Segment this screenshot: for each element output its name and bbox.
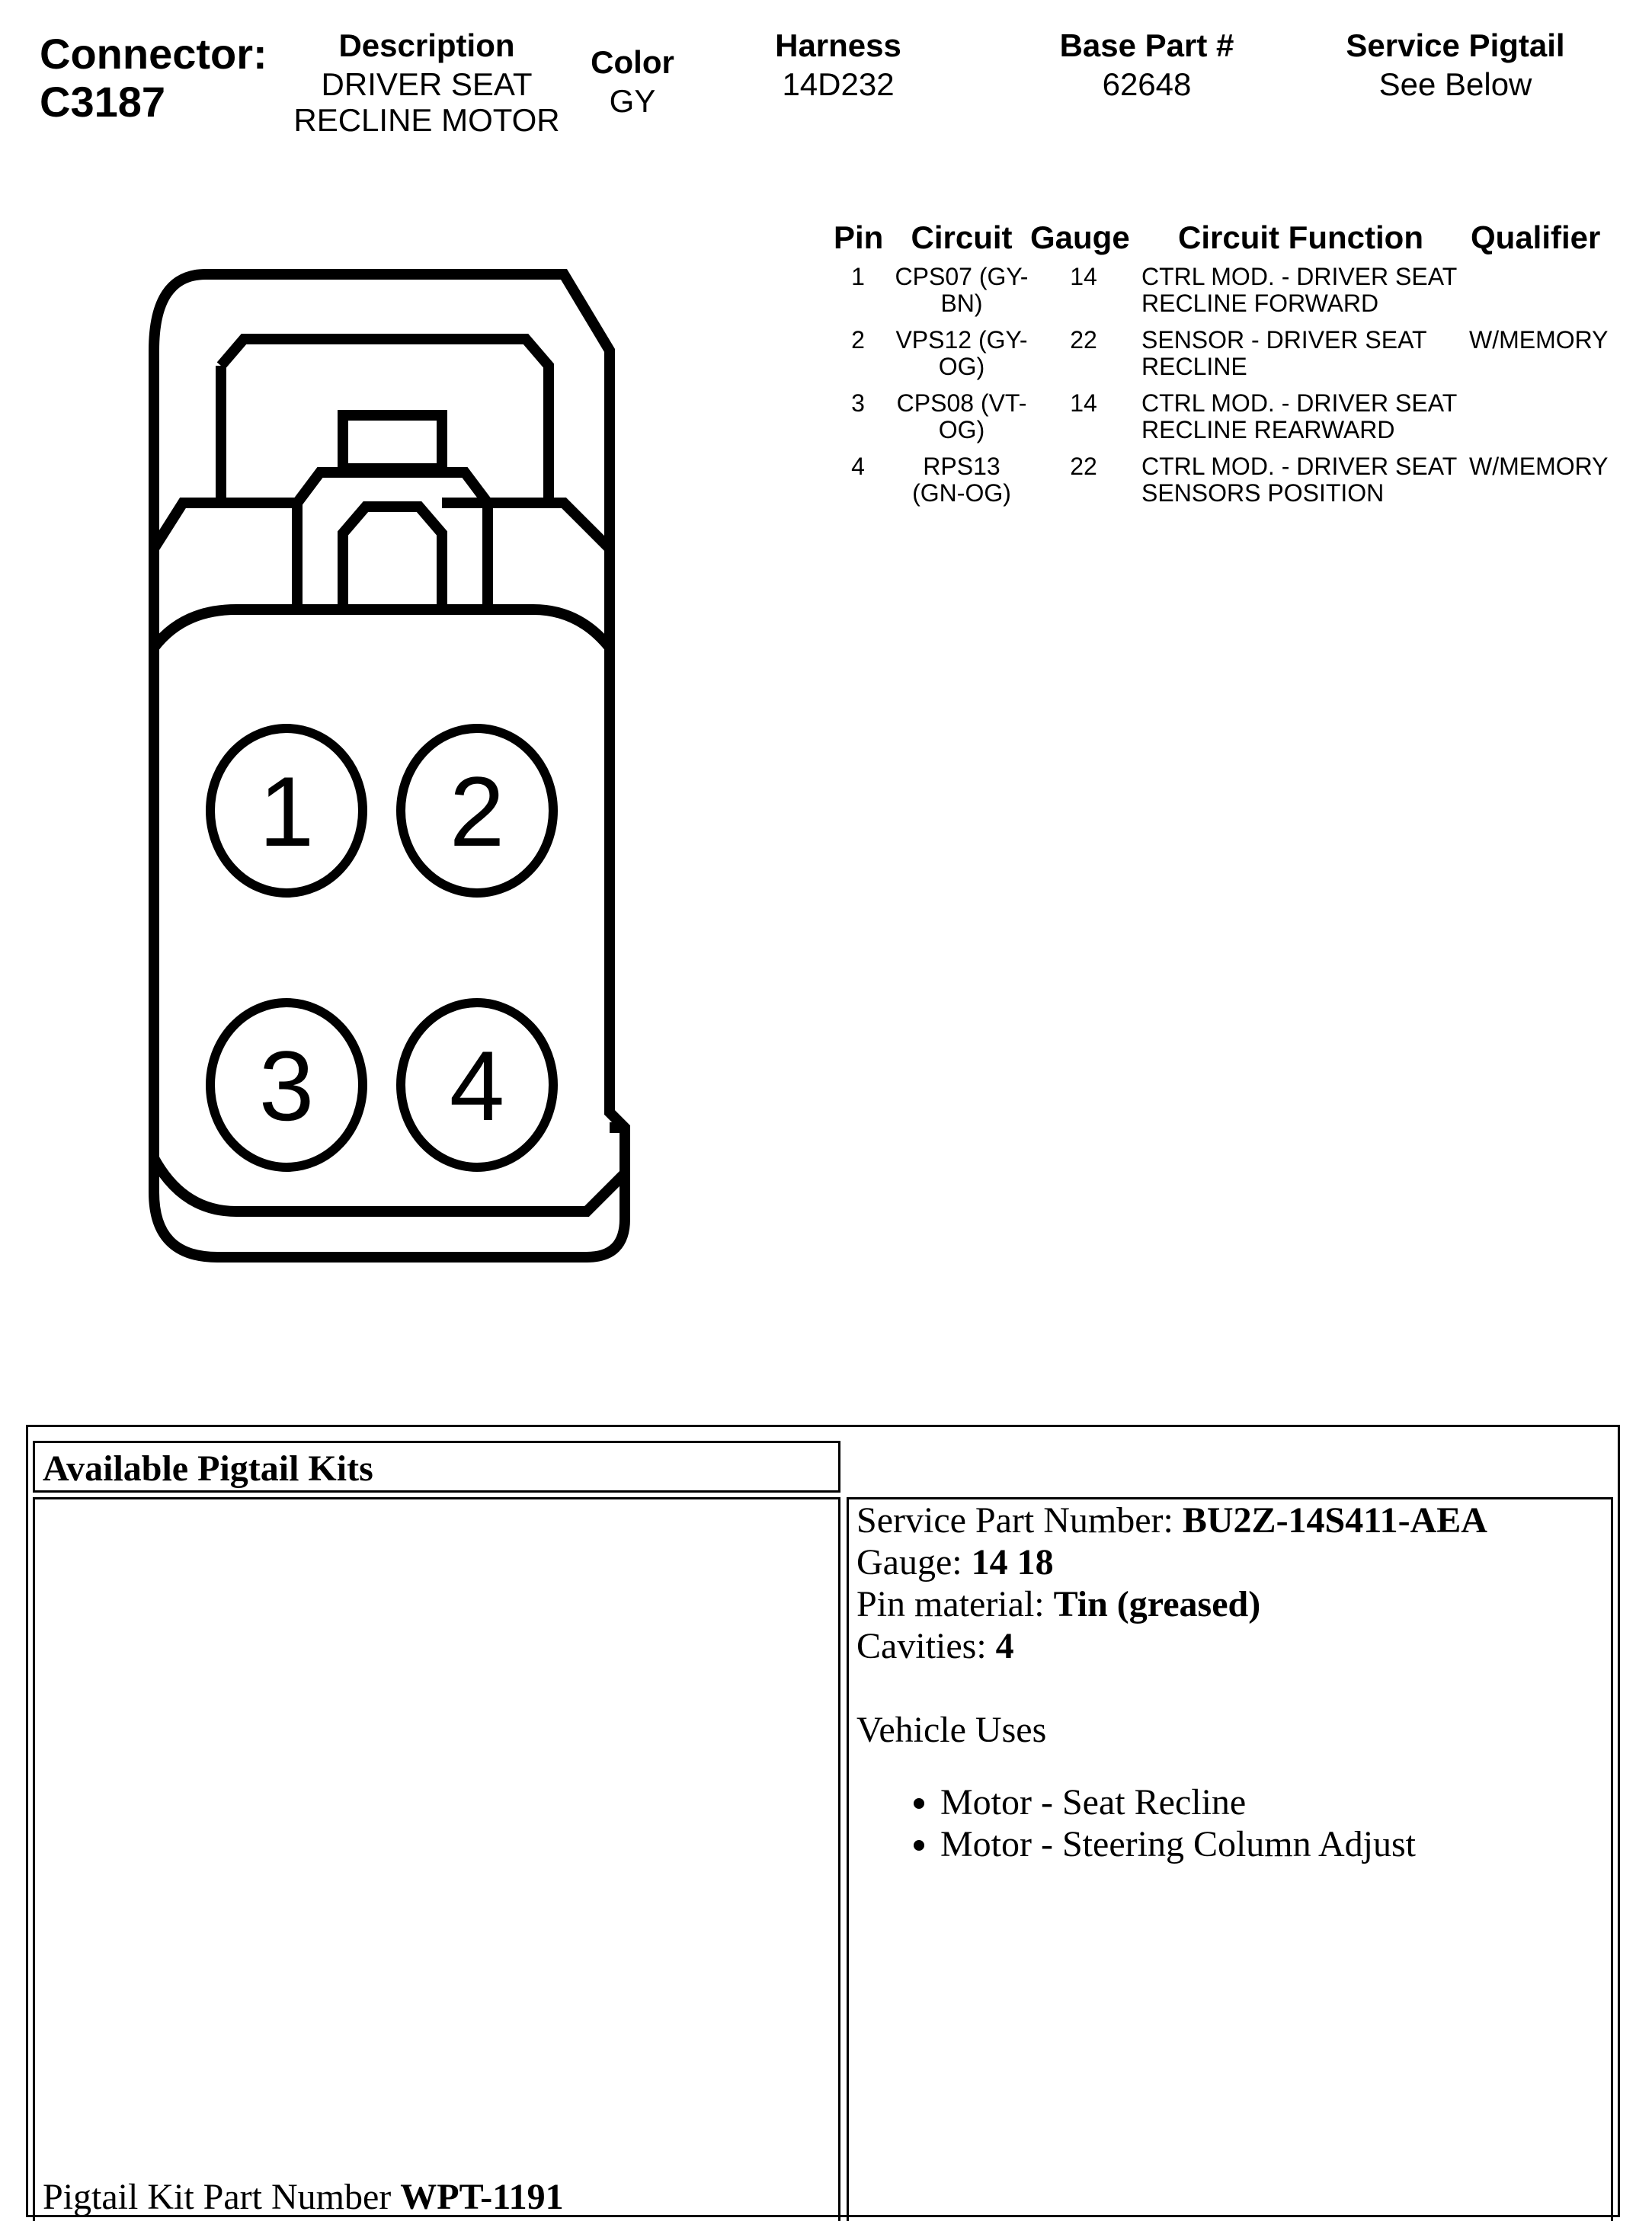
color-label: Color: [591, 44, 674, 80]
base-part-label: Base Part #: [1059, 27, 1234, 63]
pin-function: SENSOR - DRIVER SEAT RECLINE: [1141, 327, 1427, 380]
pin-function-line1: CTRL MOD. - DRIVER SEAT: [1141, 453, 1458, 480]
description-line1: DRIVER SEAT: [321, 66, 533, 103]
gauge-value: 14 18: [971, 1542, 1054, 1583]
description-column: Description DRIVER SEAT RECLINE MOTOR: [282, 27, 571, 138]
base-part-column: Base Part # 62648: [1036, 27, 1257, 102]
harness-label: Harness: [775, 27, 901, 63]
connector-latch-tab: [338, 410, 447, 474]
pin-circuit: VPS12 (GY- OG): [870, 327, 1053, 380]
pin-function-line1: CTRL MOD. - DRIVER SEAT: [1141, 263, 1458, 290]
pin-gauge: 14: [1070, 263, 1097, 290]
service-cavities: Cavities: 4: [856, 1625, 1487, 1667]
service-part-label: Service Part Number:: [856, 1500, 1183, 1541]
pin-qualifier: W/MEMORY: [1469, 453, 1609, 480]
pin-circuit: CPS08 (VT- OG): [870, 390, 1053, 443]
pin-gauge: 22: [1070, 326, 1097, 354]
pin-circuit-line1: VPS12 (GY-: [895, 326, 1028, 354]
pin-function-line1: CTRL MOD. - DRIVER SEAT: [1141, 389, 1458, 417]
description-label: Description: [338, 27, 515, 63]
cavities-value: 4: [995, 1626, 1014, 1666]
pin-number: 2: [851, 326, 865, 354]
function-header: Circuit Function: [1178, 219, 1423, 255]
gauge-label: Gauge:: [856, 1542, 972, 1583]
harness-column: Harness 14D232: [732, 27, 945, 102]
base-part-value: 62648: [1102, 66, 1192, 103]
pin-function: CTRL MOD. - DRIVER SEAT SENSORS POSITION: [1141, 453, 1457, 507]
connector-face-drawing: 1 2 3 4: [149, 269, 630, 1263]
description-line2: RECLINE MOTOR: [293, 102, 560, 139]
pin-circuit: CPS07 (GY- BN): [870, 264, 1053, 317]
pigtail-kit-cell: Pigtail Kit Part Number WPT-1191: [33, 1497, 840, 2221]
cavities-label: Cavities:: [856, 1626, 996, 1666]
connector-label: Connector:: [40, 30, 267, 78]
pin-function-line1: SENSOR - DRIVER SEAT: [1141, 326, 1427, 354]
pin-function: CTRL MOD. - DRIVER SEAT RECLINE REARWARD: [1141, 390, 1457, 443]
pin-function-line2: RECLINE REARWARD: [1141, 416, 1395, 443]
pin-circuit-line1: RPS13: [923, 453, 1000, 480]
pin-circuit-line1: CPS07 (GY-: [895, 263, 1029, 290]
kit-part-label: Pigtail Kit Part Number: [43, 2177, 401, 2217]
connector-outer-shell: [149, 269, 630, 1263]
service-part-number: Service Part Number: BU2Z-14S411-AEA: [856, 1499, 1487, 1541]
connector-front-face: [149, 604, 614, 651]
pin-cavity-1-label: 1: [259, 756, 314, 867]
pin-cavity-3-label: 3: [259, 1030, 314, 1141]
pin-circuit-line2: (GN-OG): [912, 479, 1011, 507]
pin-function-line2: RECLINE: [1141, 353, 1247, 380]
connector-id: C3187: [40, 77, 166, 126]
list-item: Motor - Seat Recline: [940, 1781, 1487, 1823]
vehicle-uses-list: Motor - Seat Recline Motor - Steering Co…: [856, 1781, 1487, 1865]
gauge-header: Gauge: [1030, 219, 1130, 255]
service-part-cell: Service Part Number: BU2Z-14S411-AEA Gau…: [847, 1497, 1613, 2221]
pin-cavity-2: [396, 724, 558, 898]
pin-function-line2: RECLINE FORWARD: [1141, 290, 1379, 317]
kit-part-value: WPT-1191: [400, 2177, 564, 2217]
harness-value: 14D232: [782, 66, 895, 103]
vehicle-uses-label: Vehicle Uses: [856, 1710, 1047, 1750]
pigtail-title: Available Pigtail Kits: [43, 1448, 373, 1489]
pigtail-kit-part-number: Pigtail Kit Part Number WPT-1191: [43, 2176, 564, 2218]
pin-material-value: Tin (greased): [1053, 1584, 1261, 1624]
connector-latch-frame: [216, 334, 554, 503]
service-pigtail-value: See Below: [1378, 66, 1532, 103]
service-part-details: Service Part Number: BU2Z-14S411-AEA Gau…: [856, 1499, 1487, 1865]
pin-circuit-line1: CPS08 (VT-: [896, 389, 1027, 417]
pin-cavity-3: [206, 998, 367, 1172]
pin-number: 3: [851, 389, 865, 417]
pin-circuit-line2: OG): [938, 416, 985, 443]
pin-number: 1: [851, 263, 865, 290]
pin-number: 4: [851, 453, 865, 480]
circuit-header: Circuit: [911, 219, 1013, 255]
service-gauge: Gauge: 14 18: [856, 1541, 1487, 1583]
pin-circuit-line2: BN): [940, 290, 983, 317]
pin-gauge: 14: [1070, 389, 1097, 417]
pin-function: CTRL MOD. - DRIVER SEAT RECLINE FORWARD: [1141, 264, 1457, 317]
pigtail-title-cell: Available Pigtail Kits: [33, 1441, 840, 1493]
pin-cavity-2-label: 2: [450, 756, 504, 867]
pin-header: Pin: [834, 219, 884, 255]
pigtail-table: Available Pigtail Kits Pigtail Kit Part …: [26, 1425, 1620, 2221]
pin-circuit-line2: OG): [938, 353, 985, 380]
qualifier-header: Qualifier: [1471, 219, 1601, 255]
service-pigtail-column: Service Pigtail See Below: [1318, 27, 1593, 102]
pin-material-label: Pin material:: [856, 1584, 1054, 1624]
pin-cavity-4: [396, 998, 558, 1172]
pin-function-line2: SENSORS POSITION: [1141, 479, 1385, 507]
connector-heading: Connector: C3187: [40, 30, 267, 126]
color-column: Color GY: [571, 44, 693, 119]
service-pigtail-label: Service Pigtail: [1346, 27, 1565, 63]
pin-cavity-1: [206, 724, 367, 898]
color-value: GY: [609, 83, 656, 120]
service-part-value: BU2Z-14S411-AEA: [1182, 1500, 1487, 1541]
pin-qualifier: W/MEMORY: [1469, 326, 1609, 354]
list-item: Motor - Steering Column Adjust: [940, 1823, 1487, 1865]
pin-cavity-4-label: 4: [450, 1030, 504, 1141]
pin-gauge: 22: [1070, 453, 1097, 480]
service-pin-material: Pin material: Tin (greased): [856, 1583, 1487, 1625]
pin-circuit: RPS13 (GN-OG): [870, 453, 1053, 507]
connector-latch-key: [338, 501, 447, 613]
connector-latch-hood: [292, 467, 493, 613]
